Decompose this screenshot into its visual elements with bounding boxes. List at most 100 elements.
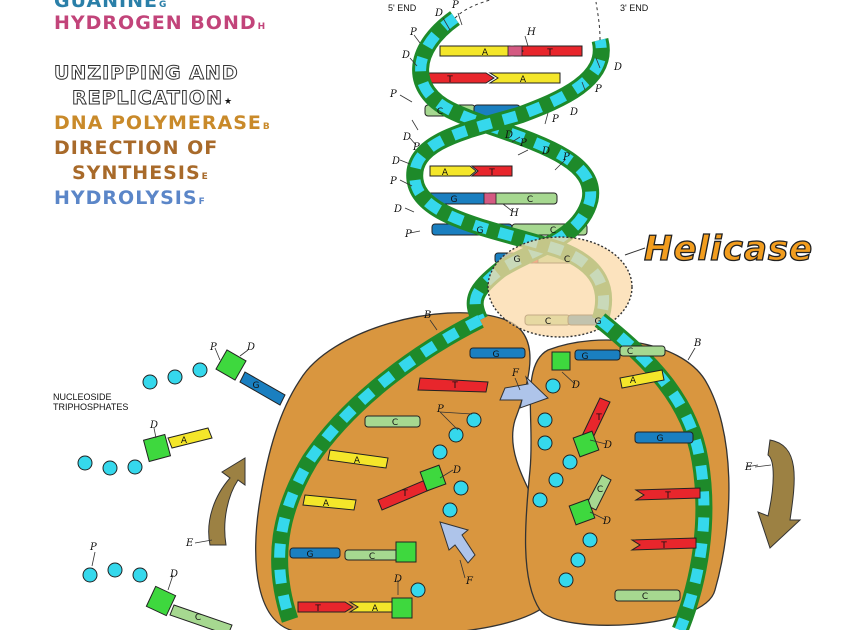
base-letter: A — [181, 436, 188, 446]
base-letter: G — [514, 255, 521, 265]
label-p: P — [451, 0, 459, 11]
label-h: H — [509, 208, 519, 219]
triphosphate-1 — [142, 349, 286, 406]
base-letter: C — [564, 255, 570, 265]
base-letter: G — [595, 317, 602, 327]
base-letter: T — [595, 413, 602, 423]
label-d: D — [602, 516, 611, 527]
right-parent-strand — [594, 313, 713, 630]
label-f: F — [511, 368, 520, 379]
left-parent-strand — [271, 312, 484, 623]
helicase-enzyme — [487, 236, 646, 338]
triphosphate-3 — [82, 562, 233, 630]
base-letter: C — [437, 107, 443, 117]
label-p: P — [209, 342, 217, 353]
label-d: D — [393, 204, 402, 215]
legend-replication: REPLICATION★ — [72, 87, 234, 110]
base-letter: T — [451, 381, 458, 391]
base-letter: A — [482, 48, 489, 58]
legend-hydrogen-bond: HYDROGEN BONDH — [54, 12, 267, 34]
base-letter: T — [546, 48, 553, 58]
base-letter: C — [597, 485, 603, 495]
label-b: B — [693, 338, 701, 349]
label-d: D — [393, 574, 402, 585]
base-letter: T — [314, 604, 321, 614]
base-letter: G — [657, 434, 664, 444]
left-strand-bases — [289, 347, 526, 619]
base-letter: T — [401, 489, 408, 499]
base-letter: C — [627, 347, 633, 357]
right-strand-bases — [551, 345, 701, 602]
legend-hydrolysis: HYDROLYSISF — [54, 187, 206, 209]
base-letter: T — [660, 541, 667, 551]
base-letter: A — [630, 376, 637, 386]
base-letter: G — [477, 226, 484, 236]
leader-lines — [91, 12, 772, 595]
label-d: D — [613, 62, 622, 73]
label-e: E — [744, 462, 753, 473]
legend-direction-of: DIRECTION OF — [54, 137, 219, 159]
label-p: P — [409, 27, 417, 38]
label-p: P — [519, 138, 527, 149]
annotation-letters: 5' END 3' END P D P D H D P P D P D P D … — [89, 0, 753, 587]
label-p: P — [551, 114, 559, 125]
three-prime-end-label: 3' END — [620, 3, 649, 13]
label-d: D — [149, 420, 158, 431]
label-p: P — [562, 152, 570, 163]
base-letters: A T T A C A T G C G C G C C G G T C A A … — [181, 48, 671, 623]
base-letter: G — [582, 352, 589, 362]
base-letter: C — [527, 195, 533, 205]
synthesis-arrow-left — [208, 457, 246, 546]
label-d: D — [402, 132, 411, 143]
label-d: D — [391, 156, 400, 167]
label-p: P — [412, 142, 420, 153]
base-letter: T — [664, 491, 671, 501]
base-letter: C — [545, 317, 551, 327]
label-d: D — [434, 8, 443, 19]
legend-synthesis: SYNTHESISE — [72, 162, 209, 184]
label-d: D — [504, 130, 513, 141]
label-d: D — [452, 465, 461, 476]
label-d: D — [541, 146, 550, 157]
base-letter: G — [493, 350, 500, 360]
label-b: B — [423, 310, 431, 321]
base-letter: T — [446, 75, 453, 85]
label-d: D — [169, 569, 178, 580]
base-letter: C — [369, 552, 375, 562]
base-letter: A — [354, 456, 361, 466]
base-letter: A — [442, 168, 449, 178]
label-p: P — [436, 404, 444, 415]
base-letter: G — [307, 550, 314, 560]
legend-guanine: GUANINEG — [54, 0, 168, 12]
base-letter: A — [372, 604, 379, 614]
label-e: E — [185, 538, 194, 549]
label-d: D — [569, 107, 578, 118]
base-letter: C — [195, 613, 201, 623]
legend-dna-polymerase: DNA POLYMERASEB — [54, 112, 271, 134]
legend-unzipping: UNZIPPING AND — [54, 62, 239, 85]
base-letter: G — [451, 195, 458, 205]
label-h: H — [526, 27, 536, 38]
synthesis-arrow-right — [757, 439, 802, 549]
label-f: F — [465, 576, 474, 587]
helicase-label: Helicase — [643, 228, 814, 269]
label-p: P — [389, 89, 397, 100]
label-d: D — [401, 50, 410, 61]
label-p: P — [594, 84, 602, 95]
base-letter: C — [392, 418, 398, 428]
hydrolysis-arrow-1 — [499, 375, 549, 409]
base-letter: C — [550, 226, 556, 236]
label-d: D — [246, 342, 255, 353]
label-p: P — [404, 229, 412, 240]
base-letter: T — [488, 168, 495, 178]
hydrolysis-arrow-2 — [439, 521, 476, 564]
base-letter: C — [642, 592, 648, 602]
label-d: D — [571, 380, 580, 391]
nucleoside-label: NUCLEOSIDE TRIPHOSPHATES — [53, 392, 129, 412]
label-p: P — [89, 542, 97, 553]
base-letter: A — [323, 499, 330, 509]
triphosphate-2 — [77, 427, 213, 476]
base-letter: A — [520, 75, 527, 85]
